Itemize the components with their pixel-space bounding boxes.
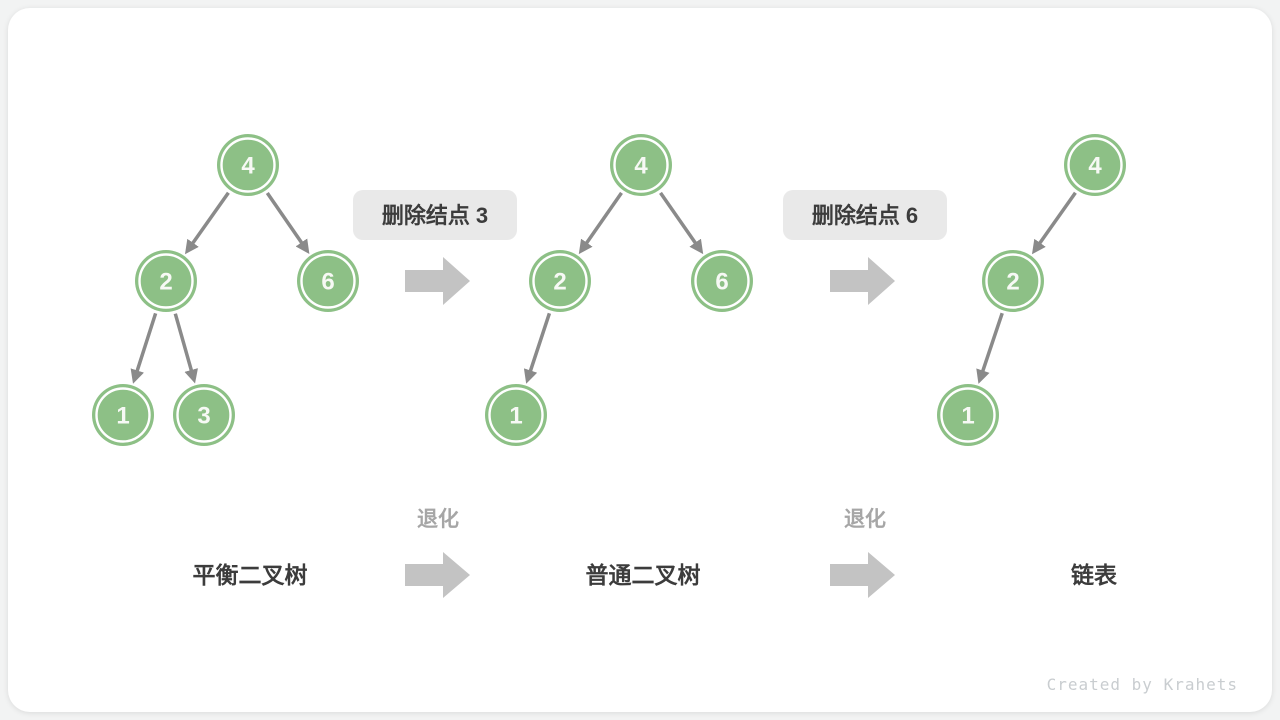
edge-4-2 bbox=[578, 191, 623, 255]
tree-node: 4 bbox=[610, 134, 672, 196]
node-value: 2 bbox=[159, 269, 172, 296]
node-inner-ring bbox=[95, 387, 151, 443]
edge-2-1 bbox=[523, 312, 552, 384]
stage-label-ordinary-tree: 普通二叉树 bbox=[586, 562, 701, 588]
operation-label: 删除结点 3 bbox=[382, 203, 488, 228]
node-inner-ring bbox=[1067, 137, 1123, 193]
degrade-label: 退化 bbox=[417, 507, 459, 531]
tree-node: 2 bbox=[135, 250, 197, 312]
node-value: 4 bbox=[241, 153, 255, 180]
tree-ordinary: 4 2 6 1 bbox=[485, 134, 753, 446]
operation-delete-3: 删除结点 3 bbox=[353, 190, 517, 305]
edge-4-2 bbox=[184, 191, 230, 255]
block-arrow-right-icon bbox=[405, 552, 470, 598]
tree-linked-list: 4 2 1 bbox=[937, 134, 1126, 446]
node-inner-ring bbox=[138, 253, 194, 309]
node-circle bbox=[529, 250, 591, 312]
node-inner-ring bbox=[220, 137, 276, 193]
node-value: 1 bbox=[509, 403, 522, 430]
node-value: 1 bbox=[961, 403, 974, 430]
tree-edges bbox=[130, 191, 310, 384]
node-circle bbox=[217, 134, 279, 196]
node-circle bbox=[691, 250, 753, 312]
node-value: 4 bbox=[1088, 153, 1102, 180]
node-circle bbox=[135, 250, 197, 312]
edge-4-2 bbox=[1031, 191, 1077, 255]
node-inner-ring bbox=[985, 253, 1041, 309]
node-inner-ring bbox=[532, 253, 588, 309]
tree-node: 2 bbox=[982, 250, 1044, 312]
node-value: 1 bbox=[116, 403, 129, 430]
block-arrow-right-icon bbox=[830, 552, 895, 598]
tree-node: 6 bbox=[297, 250, 359, 312]
tree-node: 1 bbox=[485, 384, 547, 446]
tree-node: 4 bbox=[1064, 134, 1126, 196]
node-circle bbox=[92, 384, 154, 446]
node-circle bbox=[982, 250, 1044, 312]
edge-4-6 bbox=[659, 191, 704, 255]
tree-edges bbox=[976, 191, 1077, 384]
edge-2-1 bbox=[976, 312, 1004, 384]
node-value: 6 bbox=[715, 269, 728, 296]
node-circle bbox=[937, 384, 999, 446]
node-inner-ring bbox=[940, 387, 996, 443]
tree-node: 6 bbox=[691, 250, 753, 312]
node-inner-ring bbox=[694, 253, 750, 309]
degrade-label: 退化 bbox=[844, 507, 886, 531]
node-circle bbox=[610, 134, 672, 196]
node-circle bbox=[297, 250, 359, 312]
node-inner-ring bbox=[613, 137, 669, 193]
node-circle bbox=[173, 384, 235, 446]
tree-node: 1 bbox=[92, 384, 154, 446]
stage-label-linked-list: 链表 bbox=[1071, 562, 1118, 588]
stage-label-balanced-tree: 平衡二叉树 bbox=[193, 562, 308, 588]
node-circle bbox=[485, 384, 547, 446]
tree-edges bbox=[523, 191, 704, 384]
node-value: 2 bbox=[553, 269, 566, 296]
edge-2-3 bbox=[173, 313, 198, 384]
operation-delete-6: 删除结点 6 bbox=[783, 190, 947, 305]
node-inner-ring bbox=[300, 253, 356, 309]
node-value: 6 bbox=[321, 269, 334, 296]
edge-2-1 bbox=[130, 312, 158, 384]
tree-node: 3 bbox=[173, 384, 235, 446]
operation-label-box bbox=[783, 190, 947, 240]
operation-label-box bbox=[353, 190, 517, 240]
node-value: 4 bbox=[634, 153, 648, 180]
tree-node: 1 bbox=[937, 384, 999, 446]
block-arrow-right-icon bbox=[830, 257, 895, 305]
tree-balanced: 4 2 6 1 3 bbox=[92, 134, 359, 446]
block-arrow-right-icon bbox=[405, 257, 470, 305]
diagram-card bbox=[8, 8, 1272, 712]
node-inner-ring bbox=[176, 387, 232, 443]
tree-node: 4 bbox=[217, 134, 279, 196]
credit-text: Created by Krahets bbox=[1047, 675, 1238, 694]
operation-label: 删除结点 6 bbox=[812, 203, 918, 228]
node-value: 2 bbox=[1006, 269, 1019, 296]
tree-node: 2 bbox=[529, 250, 591, 312]
node-inner-ring bbox=[488, 387, 544, 443]
degradation-row: 平衡二叉树 退化 普通二叉树 退化 链表 bbox=[193, 507, 1118, 598]
node-value: 3 bbox=[197, 403, 210, 430]
edge-4-6 bbox=[265, 192, 310, 254]
node-circle bbox=[1064, 134, 1126, 196]
